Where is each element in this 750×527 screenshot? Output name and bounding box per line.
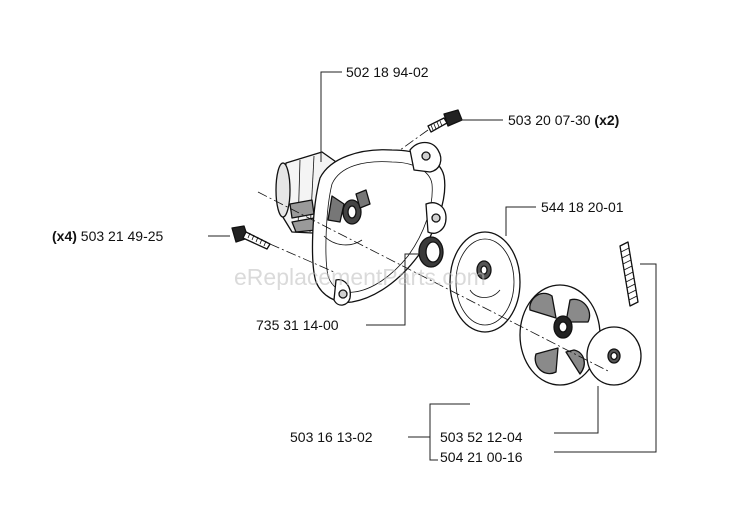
leader-washer (554, 386, 599, 434)
label-clutch-assembly: 503 16 13-02 (290, 429, 373, 445)
housing-screw-drawing (427, 109, 463, 133)
part-number-housing-screw: 503 20 07-30 (508, 112, 591, 128)
mount-screw-drawing (231, 225, 271, 250)
washer-drawing (586, 326, 642, 386)
label-clutch-drum: 544 18 20-01 (541, 199, 624, 215)
quantity-mount-screw: (x4) (52, 228, 77, 244)
clutch-drum-drawing (449, 231, 521, 333)
part-number-mount-screw: 503 21 49-25 (81, 228, 164, 244)
assembly-axis-top (399, 129, 429, 151)
watermark-text: eReplacementParts.com (234, 264, 486, 290)
label-spacer-ring: 735 31 14-00 (256, 317, 339, 333)
leader-clutch-bracket (429, 403, 470, 461)
leader-clutch-assembly (408, 403, 438, 438)
label-mount-screw: (x4) 503 21 49-25 (52, 228, 164, 244)
label-gear-housing: 502 18 94-02 (346, 64, 429, 80)
leader-spring (554, 263, 657, 453)
assembly-axis-main (257, 191, 611, 373)
clutch-assembly-drawing (519, 284, 601, 386)
label-housing-screw: 503 20 07-30 (x2) (508, 112, 619, 128)
leader-spacer-ring (366, 253, 420, 326)
leader-gear-housing (320, 71, 342, 162)
label-spring: 504 21 00-16 (440, 449, 523, 465)
gear-housing-drawing (275, 141, 447, 306)
label-washer: 503 52 12-04 (440, 429, 523, 445)
spring-drawing (619, 241, 639, 307)
leader-lines (208, 71, 657, 461)
spacer-ring-drawing (418, 236, 444, 268)
assembly-axis-screw (269, 243, 335, 273)
quantity-housing-screw: (x2) (594, 112, 619, 128)
leader-clutch-drum (505, 206, 536, 236)
